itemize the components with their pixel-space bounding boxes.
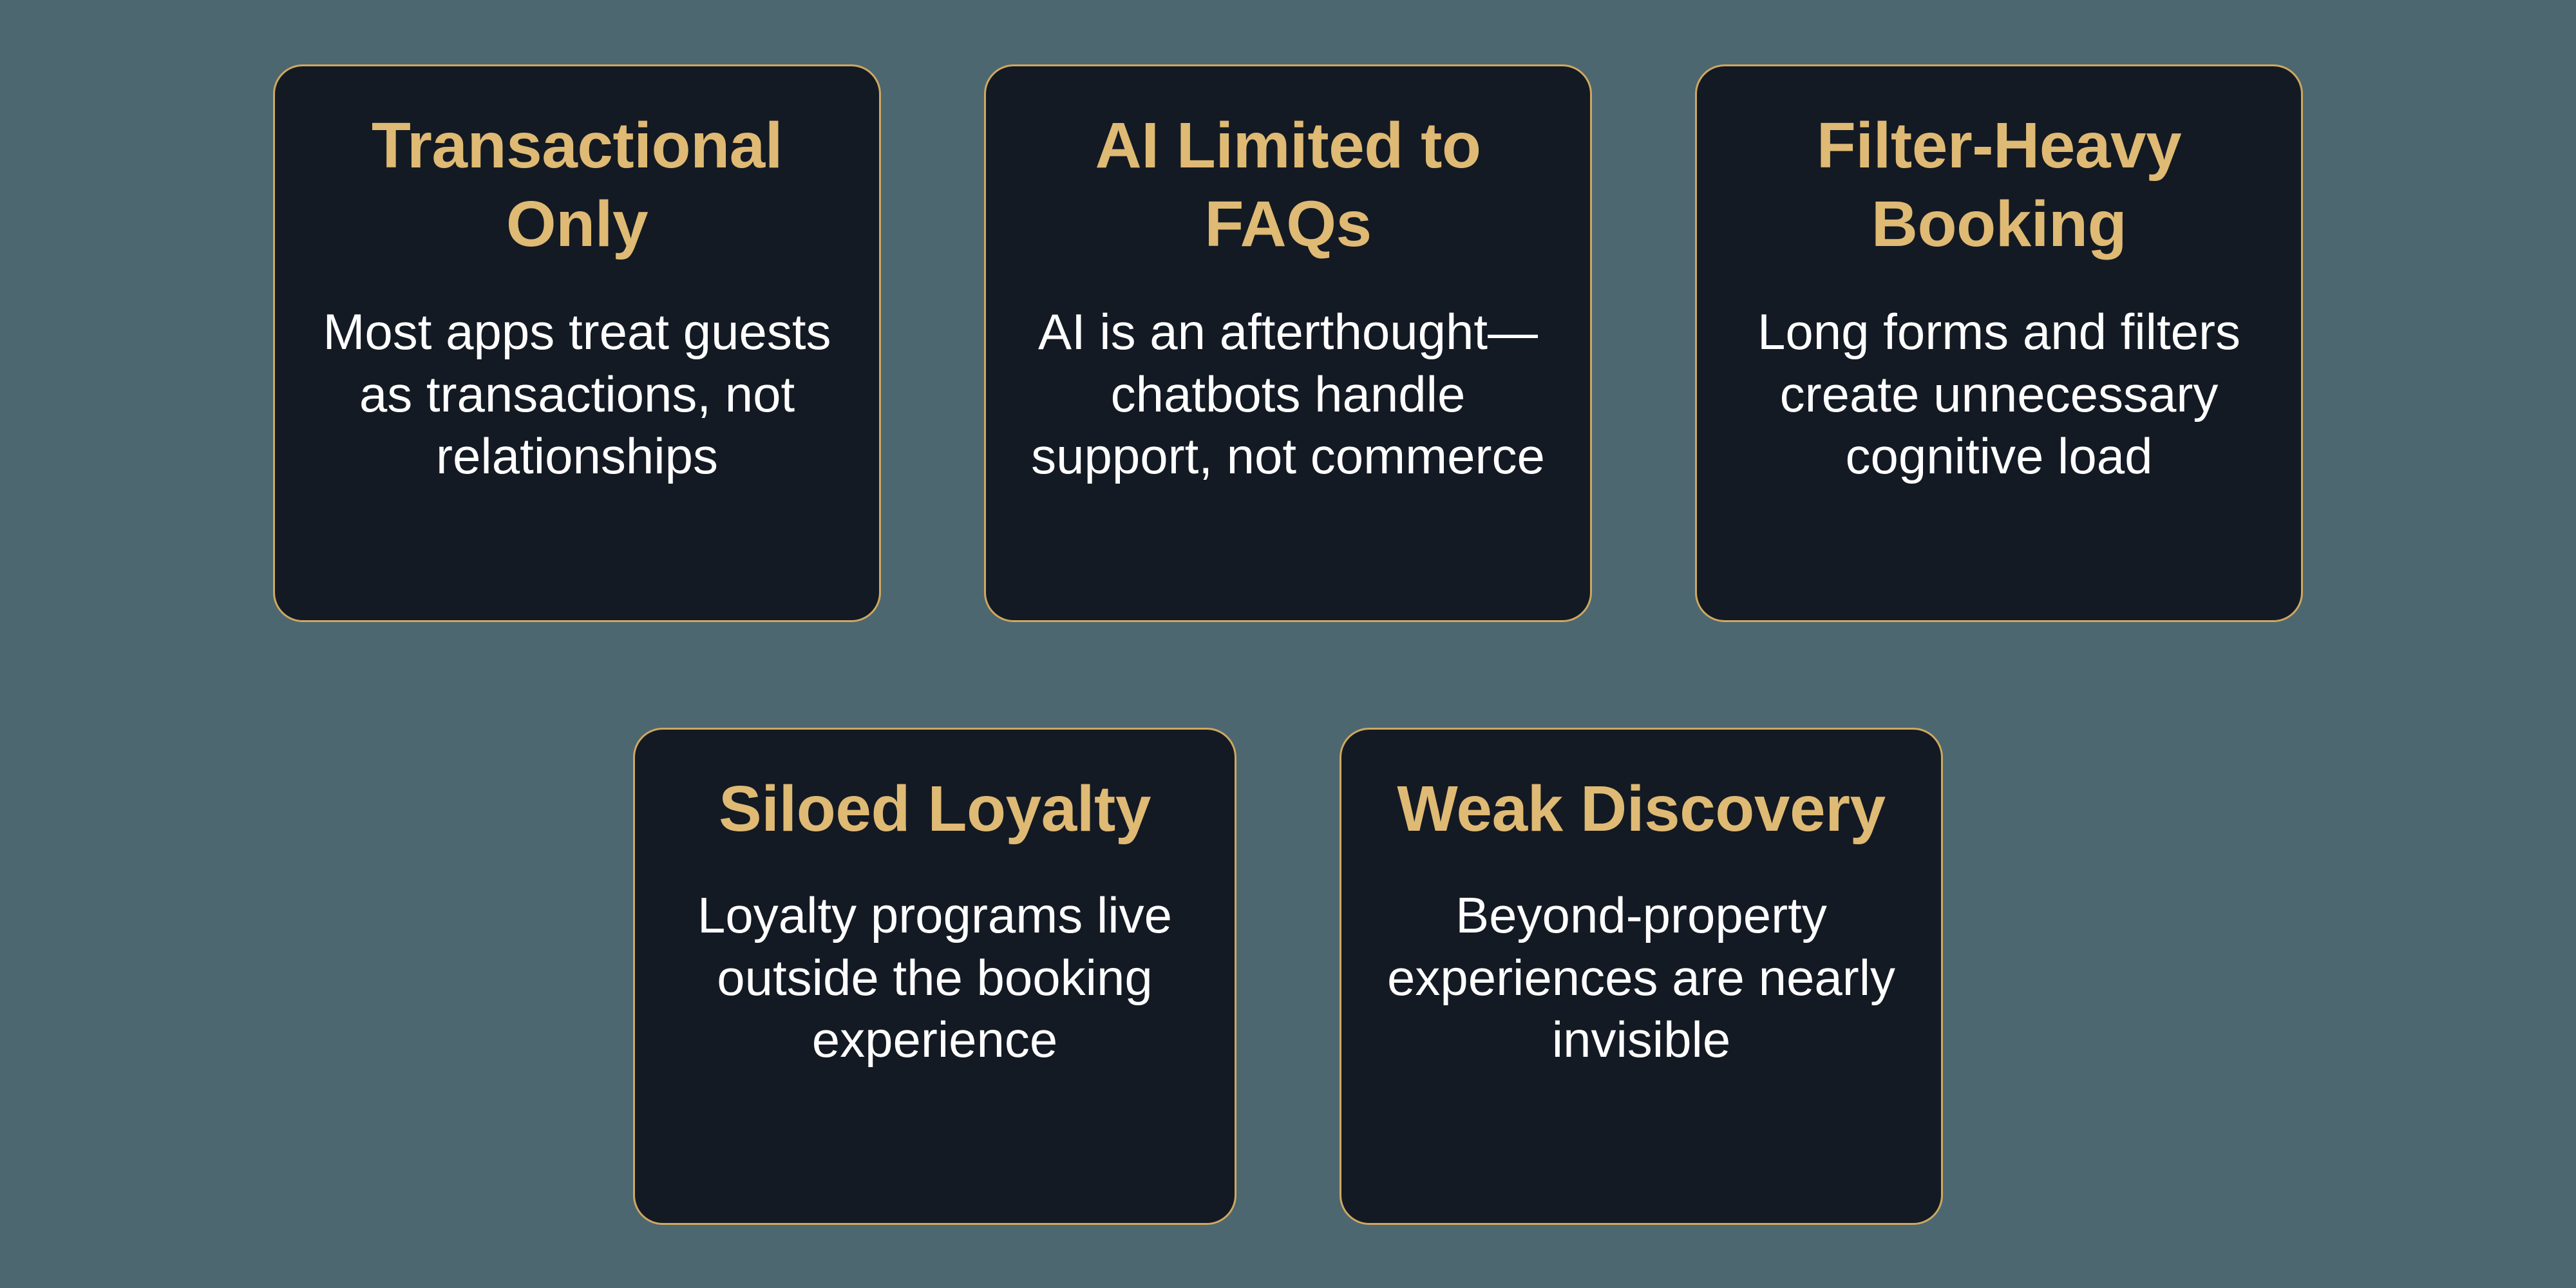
card-title: Transactional Only — [371, 109, 783, 260]
card-transactional-only[interactable]: Transactional Only Most apps treat guest… — [273, 64, 881, 622]
card-title: Filter-Heavy Booking — [1816, 109, 2182, 260]
card-title: Weak Discovery — [1397, 773, 1886, 845]
card-siloed-loyalty[interactable]: Siloed Loyalty Loyalty programs live out… — [633, 728, 1236, 1225]
card-title: AI Limited to FAQs — [1095, 109, 1481, 260]
card-filter-heavy-booking[interactable]: Filter-Heavy Booking Long forms and filt… — [1695, 64, 2303, 622]
card-body: Most apps treat guests as transactions, … — [323, 303, 831, 485]
card-body: AI is an afterthought—chatbots handle su… — [1031, 303, 1545, 485]
card-body: Long forms and filters create unnecessar… — [1757, 303, 2241, 485]
card-row-top: Transactional Only Most apps treat guest… — [0, 64, 2576, 622]
card-row-bottom: Siloed Loyalty Loyalty programs live out… — [0, 728, 2576, 1225]
card-body: Beyond-property experiences are nearly i… — [1387, 887, 1896, 1068]
card-ai-limited-to-faqs[interactable]: AI Limited to FAQs AI is an afterthought… — [984, 64, 1592, 622]
card-weak-discovery[interactable]: Weak Discovery Beyond-property experienc… — [1340, 728, 1943, 1225]
card-title: Siloed Loyalty — [719, 773, 1151, 845]
card-body: Loyalty programs live outside the bookin… — [697, 887, 1172, 1068]
